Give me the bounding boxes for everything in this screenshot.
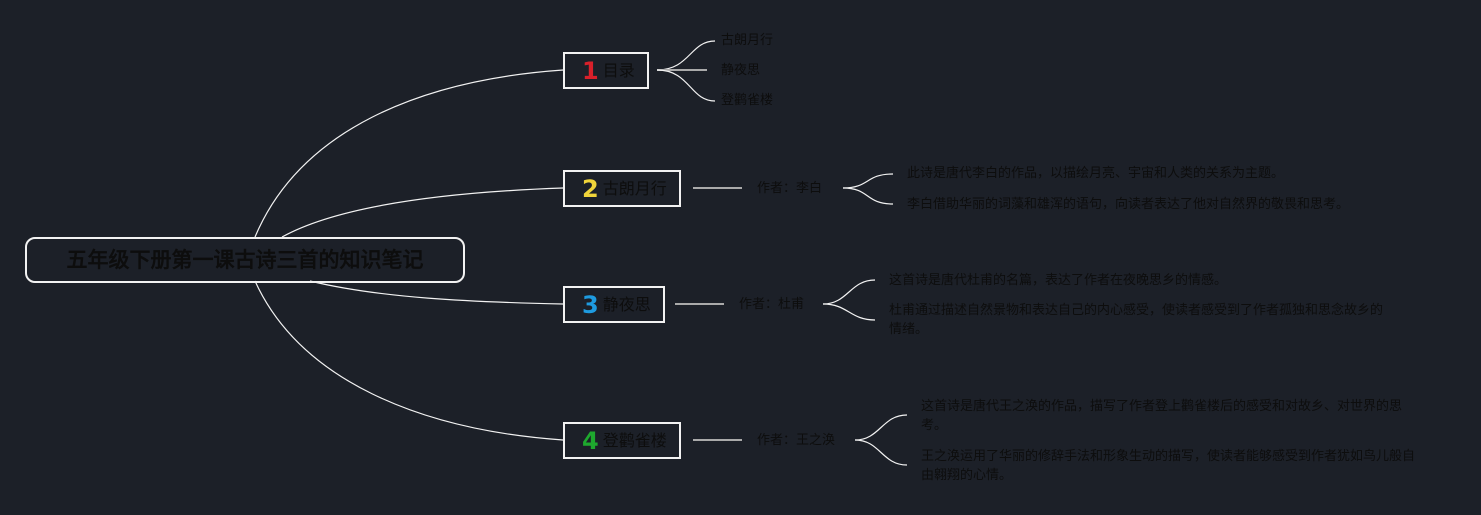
note[interactable]: 李白借助华丽的词藻和雄浑的语句，向读者表达了他对自然界的敬畏和思考。 — [907, 197, 1350, 212]
author-label[interactable]: 作者：杜甫 — [739, 297, 805, 312]
branch-label: 目录 — [602, 60, 635, 80]
connector-1-c — [656, 69, 716, 102]
number-badge: 4 — [582, 426, 599, 455]
branch-node-1[interactable]: 1 目录 — [563, 52, 649, 89]
branch-label: 古朗月行 — [602, 178, 667, 198]
number-badge: 2 — [582, 174, 599, 203]
connector-root-4 — [254, 280, 564, 441]
note[interactable]: 王之涣运用了华丽的修辞手法和形象生动的描写，使读者能够感受到作者犹如鸟儿般自由翱… — [921, 449, 1416, 483]
connector-4-b — [854, 439, 908, 466]
branch-node-3[interactable]: 3 静夜思 — [563, 286, 665, 323]
connector-4-a — [854, 414, 908, 441]
connector-3-b — [822, 303, 876, 321]
note[interactable]: 杜甫通过描述自然景物和表达自己的内心感受，使读者感受到了作者孤独和思念故乡的情绪… — [889, 303, 1384, 337]
branch-label: 登鹳雀楼 — [602, 430, 667, 450]
note[interactable]: 这首诗是唐代王之涣的作品，描写了作者登上鹳雀楼后的感受和对故乡、对世界的思考。 — [921, 399, 1403, 433]
number-badge: 1 — [582, 56, 599, 85]
root-topic[interactable]: 五年级下册第一课古诗三首的知识笔记 — [25, 237, 465, 283]
branch-node-4[interactable]: 4 登鹳雀楼 — [563, 422, 681, 459]
toc-item[interactable]: 古朗月行 — [721, 33, 774, 48]
connector-2-b — [842, 187, 894, 205]
connector-root-3 — [309, 280, 564, 305]
connector-3-a — [822, 279, 876, 305]
note[interactable]: 这首诗是唐代杜甫的名篇，表达了作者在夜晚思乡的情感。 — [889, 273, 1228, 288]
toc-item[interactable]: 静夜思 — [721, 63, 761, 78]
author-label[interactable]: 作者：李白 — [757, 181, 823, 196]
number-badge: 3 — [582, 290, 599, 319]
connector-2-a — [842, 173, 894, 189]
branch-node-2[interactable]: 2 古朗月行 — [563, 170, 681, 207]
branch-label: 静夜思 — [602, 294, 651, 314]
toc-item[interactable]: 登鹳雀楼 — [721, 93, 774, 108]
note[interactable]: 此诗是唐代李白的作品，以描绘月亮、宇宙和人类的关系为主题。 — [907, 166, 1285, 181]
connector-root-1 — [254, 69, 564, 238]
connector-1-a — [656, 40, 716, 71]
connector-root-2 — [281, 187, 564, 238]
author-label[interactable]: 作者：王之涣 — [757, 433, 836, 448]
